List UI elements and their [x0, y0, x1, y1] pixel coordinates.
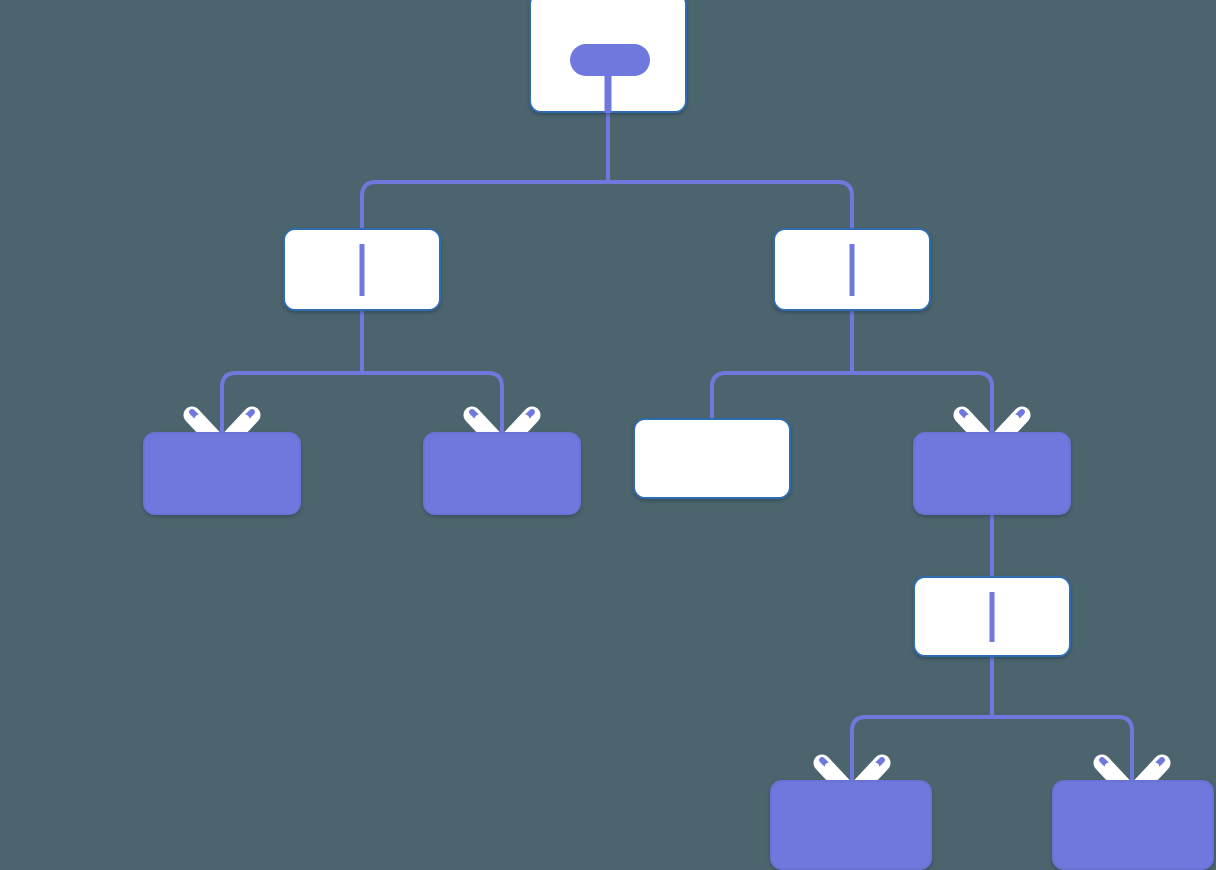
root-node[interactable] — [529, 0, 687, 113]
level2-node-c[interactable] — [633, 418, 791, 499]
edge-level1-left-to-a — [220, 371, 364, 436]
edge-level1-right-to-d — [850, 371, 994, 436]
root-node-placeholder — [570, 44, 650, 76]
level2-node-b[interactable] — [423, 432, 581, 515]
edge-level1-left-to-b — [360, 371, 504, 436]
level1-right-node[interactable] — [773, 228, 931, 311]
edge-root-to-level1-left — [360, 180, 610, 230]
level3-node[interactable] — [913, 576, 1071, 657]
edge-level3-to-b — [990, 715, 1134, 784]
level1-left-node[interactable] — [283, 228, 441, 311]
level2-node-d[interactable] — [913, 432, 1071, 515]
edge-root-to-level1-right — [606, 180, 854, 230]
edge-level3-to-a — [850, 715, 994, 784]
level4-node-a[interactable] — [770, 780, 932, 870]
edge-level1-right-to-c — [710, 371, 854, 422]
level4-node-b[interactable] — [1052, 780, 1214, 870]
level2-node-a[interactable] — [143, 432, 301, 515]
